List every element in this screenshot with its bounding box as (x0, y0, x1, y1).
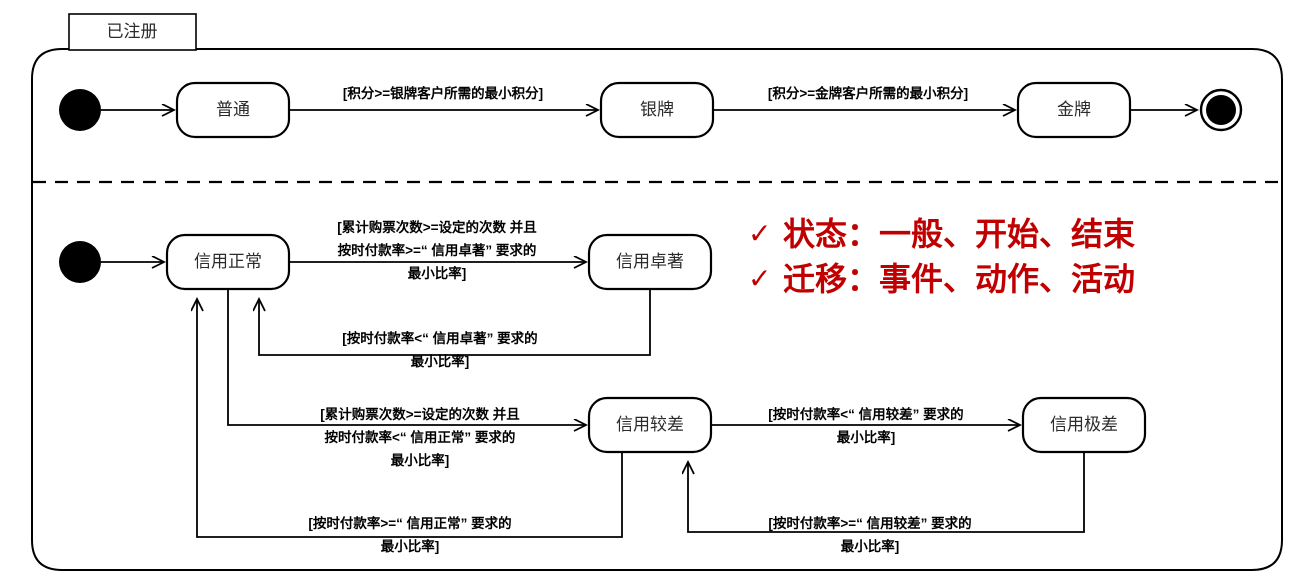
svg-text:最小比率]: 最小比率] (841, 538, 900, 554)
svg-text:最小比率]: 最小比率] (408, 265, 467, 281)
initial-state-bottom (59, 241, 101, 283)
guard-label-t1: [积分>=银牌客户所需的最小积分] (343, 85, 543, 101)
state-label-credit-poor: 信用较差 (616, 415, 684, 434)
svg-text:最小比率]: 最小比率] (381, 538, 440, 554)
annotation-line-1: 状态：一般、开始、结束 (783, 216, 1135, 252)
svg-text:最小比率]: 最小比率] (837, 429, 896, 445)
check-icon-2: ✓ (748, 262, 771, 295)
composite-state-frame (31, 48, 1283, 571)
guard-label-t7: [按时付款率>=“ 信用正常” 要求的 最小比率] (308, 515, 511, 554)
final-state-top-ring (1199, 88, 1243, 132)
svg-text:[按时付款率<“ 信用较差” 要求的: [按时付款率<“ 信用较差” 要求的 (768, 406, 963, 422)
svg-text:按时付款率<“ 信用正常” 要求的: 按时付款率<“ 信用正常” 要求的 (325, 429, 516, 445)
svg-text:[累计购票次数>=设定的次数 并且: [累计购票次数>=设定的次数 并且 (320, 406, 520, 422)
svg-text:[按时付款率>=“ 信用正常” 要求的: [按时付款率>=“ 信用正常” 要求的 (308, 515, 511, 531)
guard-label-t4: [按时付款率<“ 信用卓著” 要求的 最小比率] (342, 330, 537, 369)
svg-text:按时付款率>=“ 信用卓著” 要求的: 按时付款率>=“ 信用卓著” 要求的 (338, 242, 537, 258)
svg-text:最小比率]: 最小比率] (391, 452, 450, 468)
final-state-top-inner (1206, 95, 1236, 125)
initial-state-top (59, 89, 101, 131)
state-label-gold: 金牌 (1057, 100, 1091, 119)
svg-text:[按时付款率>=“ 信用较差” 要求的: [按时付款率>=“ 信用较差” 要求的 (768, 515, 971, 531)
state-name-tab-label: 已注册 (107, 22, 158, 41)
guard-label-t5: [累计购票次数>=设定的次数 并且 按时付款率<“ 信用正常” 要求的 最小比率… (320, 406, 520, 468)
state-name-tab (68, 13, 197, 51)
state-label-credit-excellent: 信用卓著 (616, 252, 684, 271)
state-label-silver: 银牌 (640, 100, 674, 119)
guard-label-t3: [累计购票次数>=设定的次数 并且 按时付款率>=“ 信用卓著” 要求的 最小比… (337, 219, 537, 281)
guard-label-t8: [按时付款率>=“ 信用较差” 要求的 最小比率] (768, 515, 971, 554)
state-label-credit-normal: 信用正常 (194, 252, 262, 271)
state-label-normal: 普通 (216, 100, 250, 119)
svg-text:[累计购票次数>=设定的次数 并且: [累计购票次数>=设定的次数 并且 (337, 219, 537, 235)
state-label-credit-very-poor: 信用极差 (1050, 415, 1118, 434)
guard-label-t6: [按时付款率<“ 信用较差” 要求的 最小比率] (768, 406, 963, 445)
check-icon-1: ✓ (748, 217, 771, 250)
edge-credit-normal-to-poor (227, 289, 585, 425)
edge-credit-very-poor-to-poor (688, 452, 1085, 533)
annotation-line-2: 迁移：事件、动作、活动 (783, 261, 1135, 297)
svg-text:最小比率]: 最小比率] (411, 353, 470, 369)
edge-credit-poor-to-normal (197, 300, 623, 538)
annotation-note: ✓ 状态：一般、开始、结束 ✓ 迁移：事件、动作、活动 (748, 216, 1135, 297)
edge-credit-excellent-to-normal (259, 289, 651, 356)
guard-label-t2: [积分>=金牌客户所需的最小积分] (768, 85, 968, 101)
svg-text:[按时付款率<“ 信用卓著” 要求的: [按时付款率<“ 信用卓著” 要求的 (342, 330, 537, 346)
